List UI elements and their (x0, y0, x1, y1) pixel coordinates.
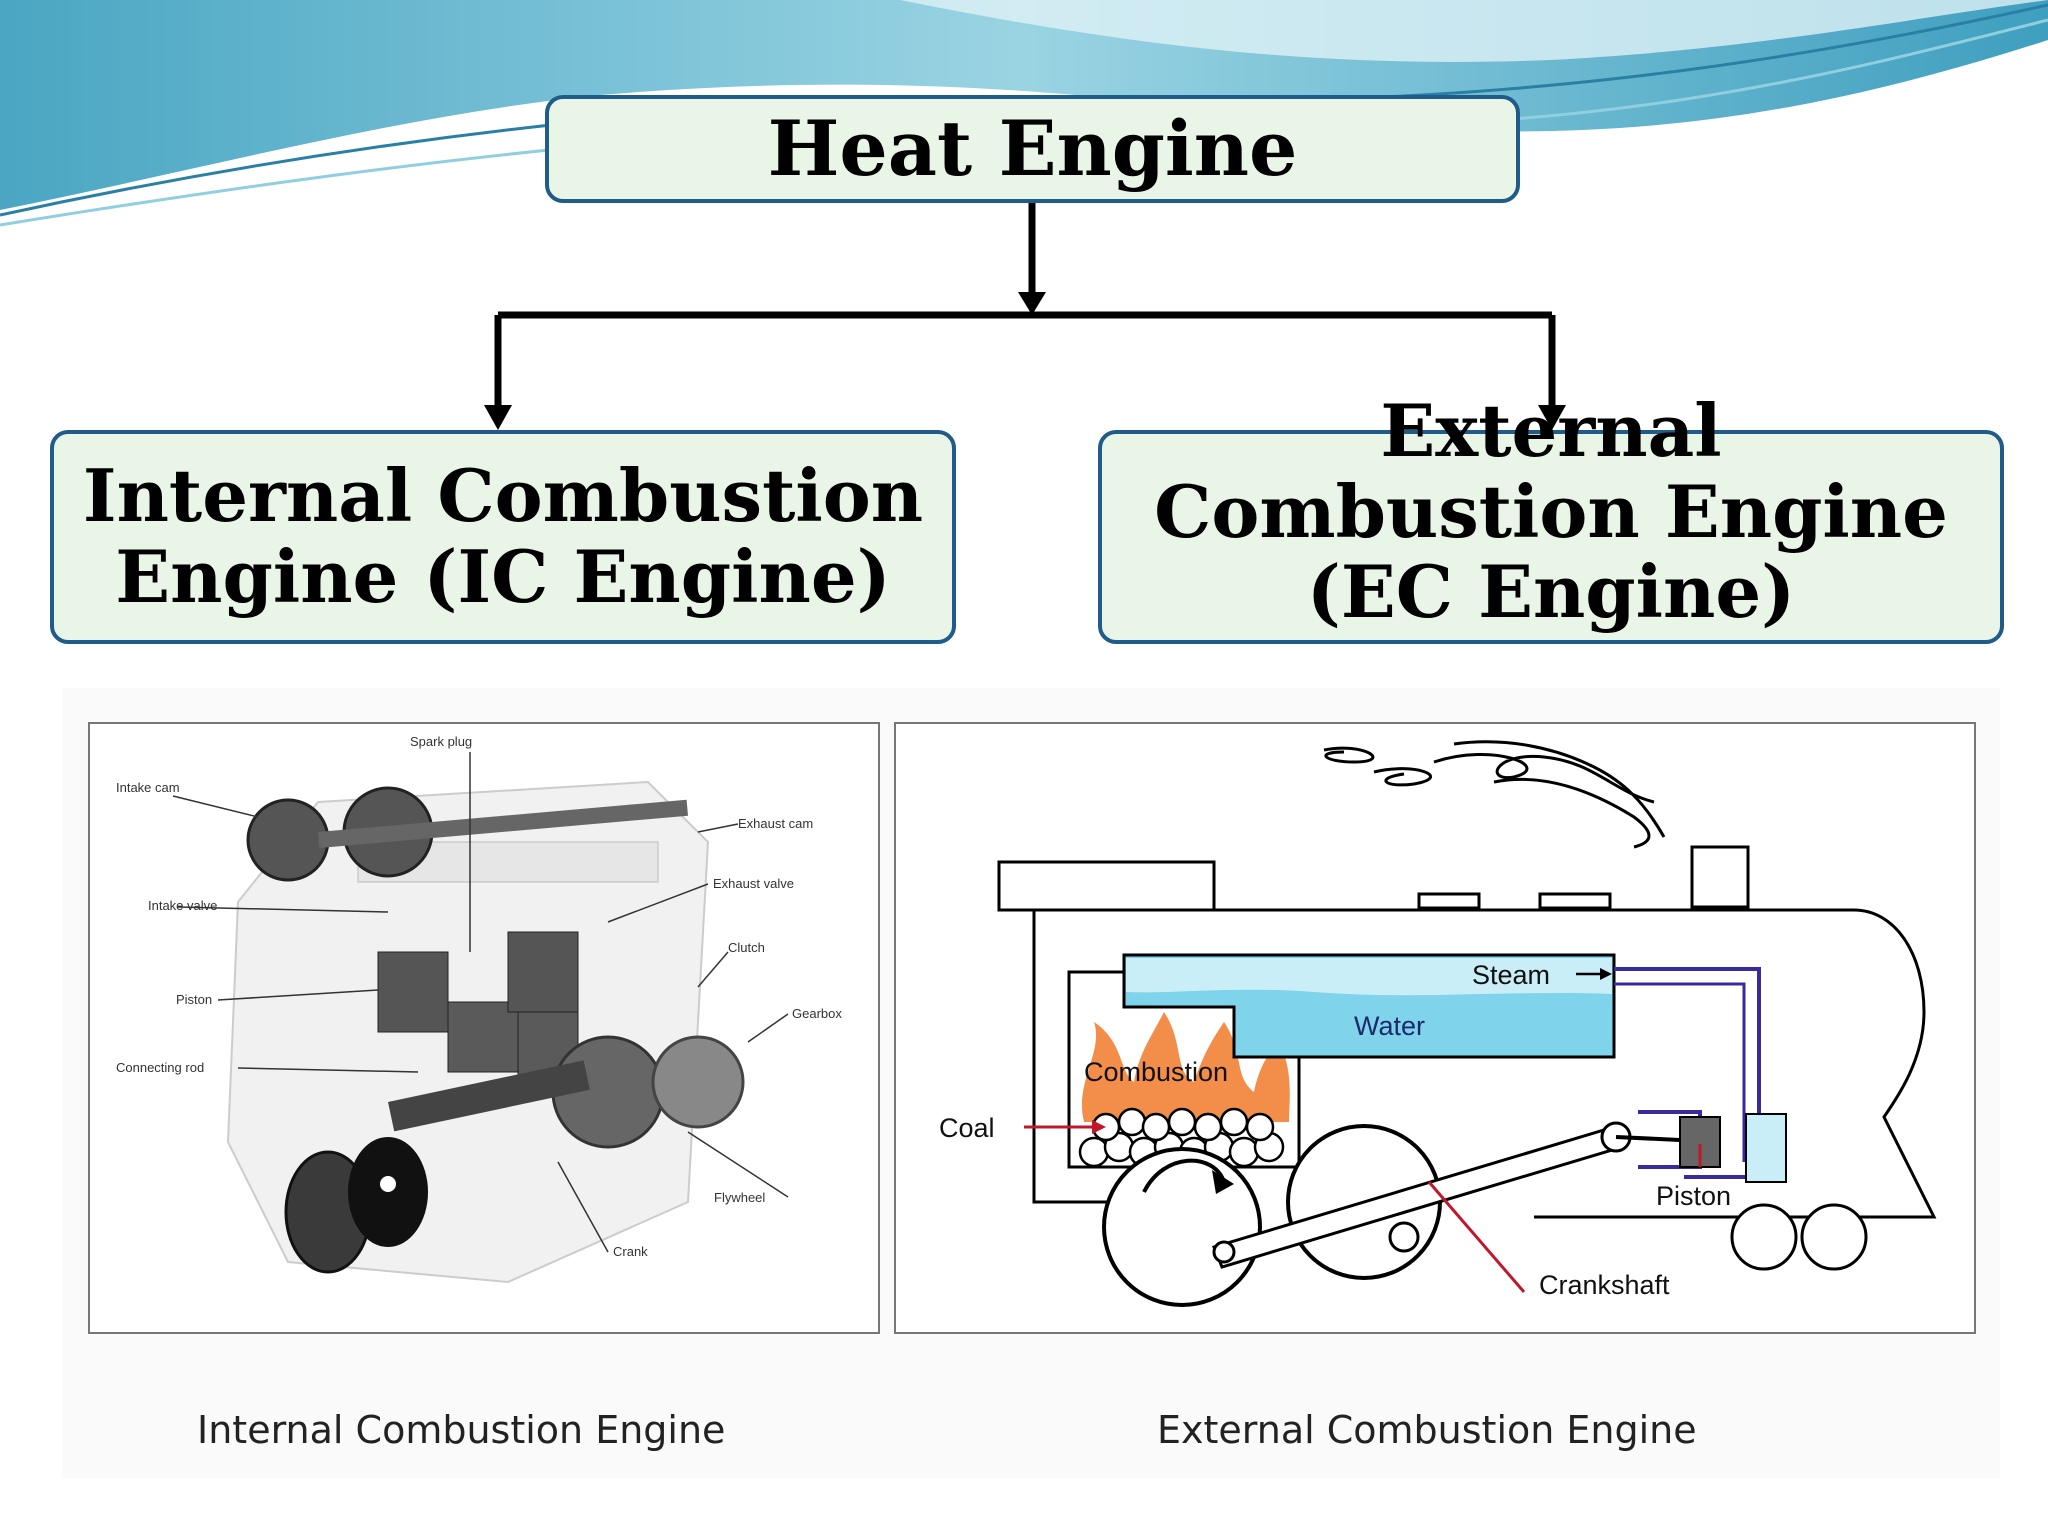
ic-label-exhaust-valve: Exhaust valve (713, 876, 794, 891)
ec-label-piston: Piston (1656, 1181, 1731, 1211)
ic-figure-caption: Internal Combustion Engine (197, 1408, 725, 1452)
ic-label-intake-valve: Intake valve (148, 898, 217, 913)
ec-label-steam: Steam (1472, 960, 1550, 990)
ic-label-connecting-rod: Connecting rod (116, 1060, 204, 1075)
ic-label-gearbox: Gearbox (792, 1006, 842, 1021)
ic-label-piston: Piston (176, 992, 212, 1007)
ec-label-water: Water (1354, 1011, 1425, 1041)
ec-label-coal: Coal (939, 1113, 995, 1143)
ic-label-exhaust-cam: Exhaust cam (738, 816, 813, 831)
ic-engine-node: Internal Combustion Engine (IC Engine) (50, 430, 956, 644)
ic-label-flywheel: Flywheel (714, 1190, 765, 1205)
ec-label-combustion: Combustion (1084, 1057, 1228, 1087)
ic-label-spark-plug: Spark plug (410, 734, 472, 749)
ec-engine-label: External Combustion Engine (EC Engine) (1154, 391, 1948, 633)
ic-label-intake-cam: Intake cam (116, 780, 180, 795)
ec-engine-illustration: Steam Water Combustion Coal Piston Crank… (894, 722, 1976, 1334)
ec-figure-caption: External Combustion Engine (1157, 1408, 1697, 1452)
heat-engine-label: Heat Engine (768, 106, 1298, 191)
heat-engine-node: Heat Engine (545, 95, 1520, 203)
ic-engine-illustration: Spark plug Intake cam Exhaust cam Exhaus… (88, 722, 880, 1334)
ec-label-crankshaft: Crankshaft (1539, 1270, 1670, 1300)
ic-label-clutch: Clutch (728, 940, 765, 955)
ic-engine-label: Internal Combustion Engine (IC Engine) (83, 456, 923, 617)
ec-engine-node: External Combustion Engine (EC Engine) (1098, 430, 2004, 644)
ic-label-crank: Crank (613, 1244, 648, 1259)
